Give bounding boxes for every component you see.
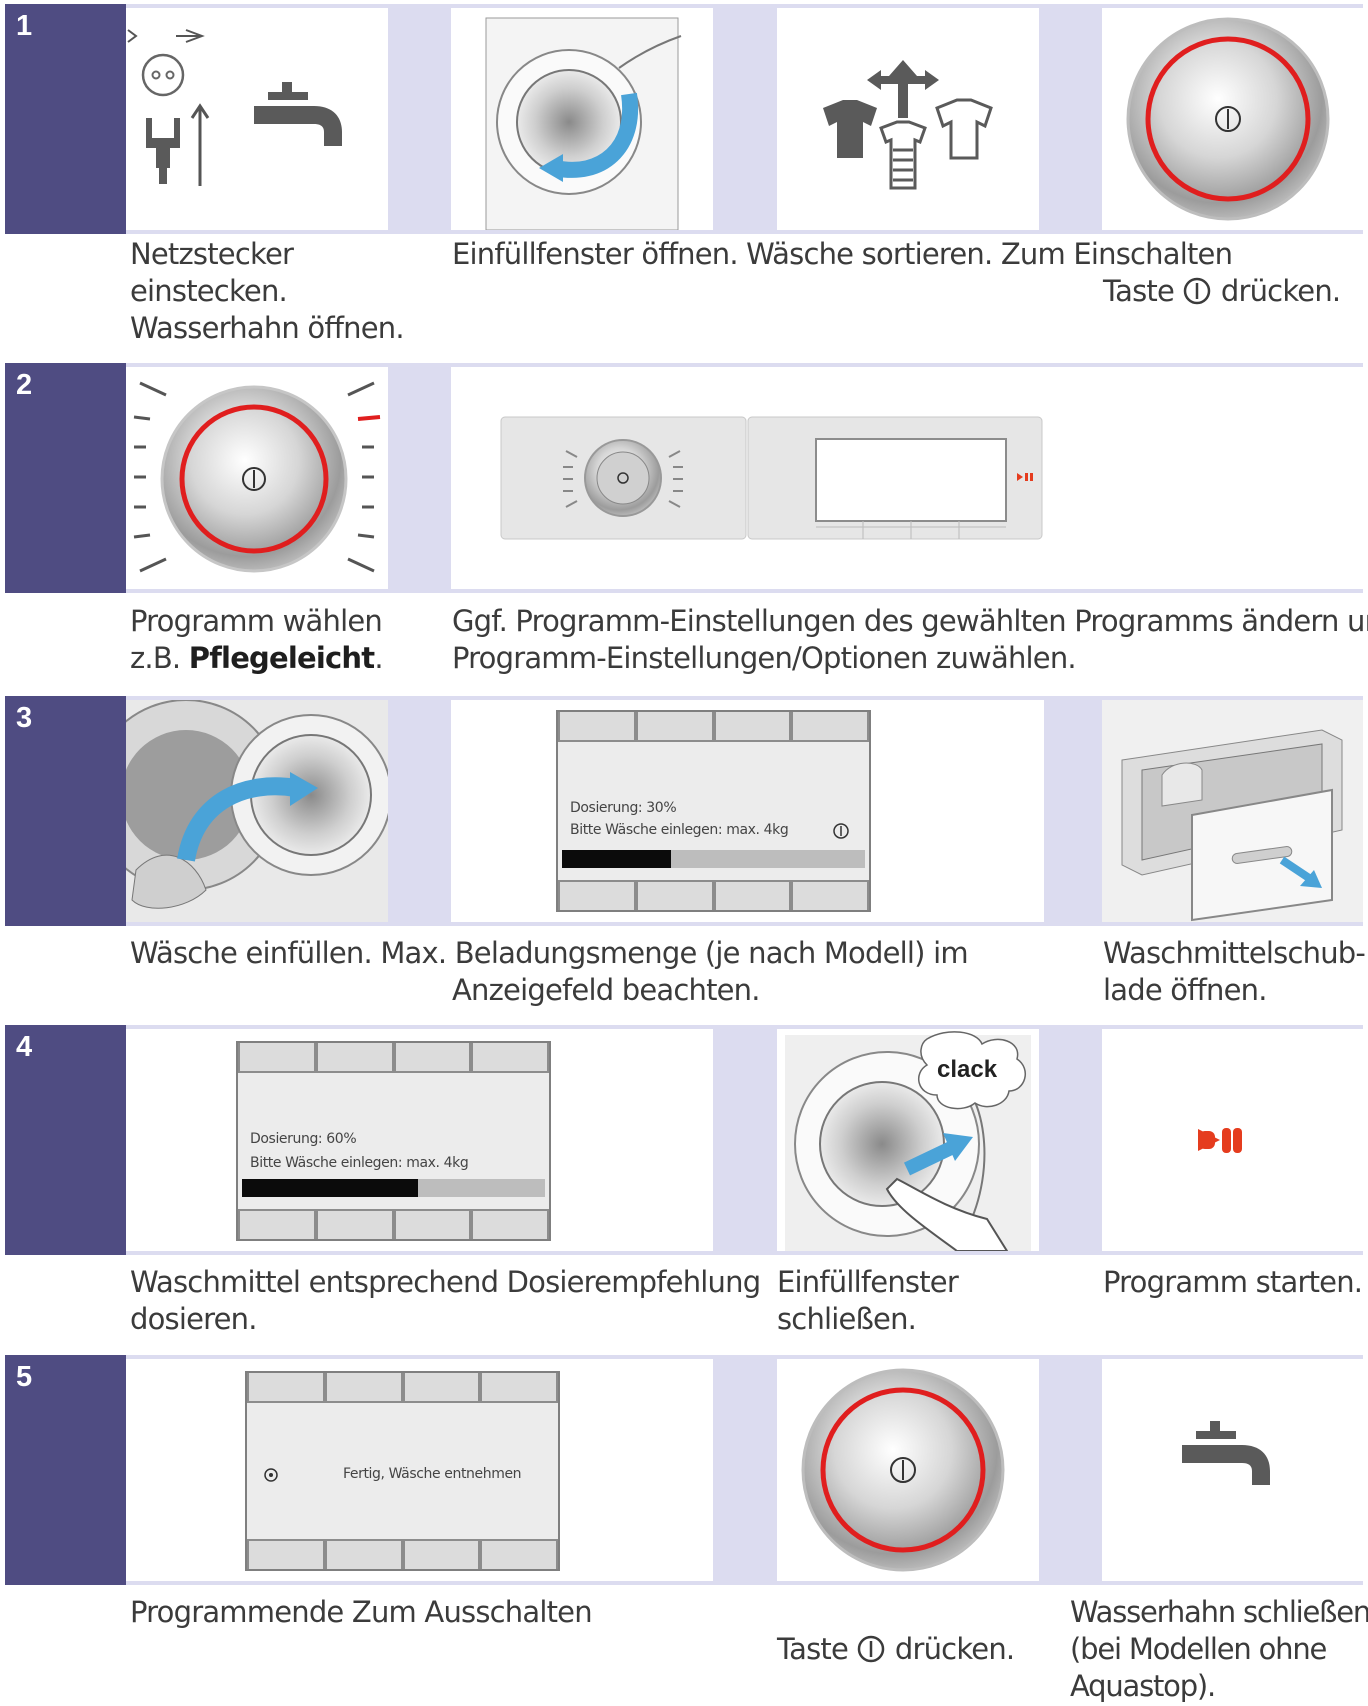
caption-text: drücken. (894, 1632, 1015, 1666)
panel-close-door: clack (777, 1029, 1039, 1251)
caption-text: . (374, 641, 383, 675)
caption-line: Waschmittelschub- (1103, 936, 1366, 970)
laundry-sort-icon (823, 60, 993, 190)
display-keys (247, 1373, 558, 1403)
dosage-bar (562, 850, 865, 868)
panel-close-tap (1102, 1359, 1363, 1581)
display-text: Dosierung: 60% (250, 1131, 357, 1147)
dosage-bar (242, 1179, 545, 1197)
caption-line: Netzstecker (130, 237, 294, 271)
caption-text: z.B. (130, 641, 181, 675)
panel-display-loading: Dosierung: 30% Bitte Wäsche einlegen: ma… (451, 700, 1044, 922)
display-screen: Dosierung: 30% Bitte Wäsche einlegen: ma… (556, 710, 871, 912)
panel-display-dosage: Dosierung: 60% Bitte Wäsche einlegen: ma… (126, 1029, 713, 1251)
caption-line: z.B. Pflegeleicht. (130, 640, 384, 677)
caption-line: (bei Modellen ohne (1070, 1632, 1327, 1666)
caption-text: Taste (777, 1632, 849, 1666)
display-keys (247, 1539, 558, 1569)
program-selector-knob-icon (1126, 17, 1330, 221)
panel-detergent-drawer (1102, 700, 1363, 922)
program-selector-knob-icon (133, 381, 381, 573)
caption-line: Programm-Einstellungen/Optionen zuwählen… (452, 641, 1077, 675)
power-symbol-icon (856, 1634, 886, 1673)
caption-power-instruction: Taste drücken. (777, 1631, 1015, 1673)
caption-line: Wasserhahn schließen (1070, 1595, 1368, 1629)
display-keys (558, 712, 869, 742)
caption-power-instruction: Taste drücken. (1103, 273, 1341, 315)
step-number: 5 (16, 1361, 33, 1393)
power-plug-icon (127, 29, 210, 186)
panel-start (1102, 1029, 1363, 1251)
dosage-bar-fill (562, 850, 672, 868)
caption-line: Waschmittel entsprechend Dosierempfehlun… (130, 1265, 761, 1299)
caption-line: Anzeigefeld beachten. (452, 973, 760, 1007)
panel-power-off-knob (777, 1359, 1039, 1581)
caption-line: lade öffnen. (1103, 973, 1267, 1007)
caption-line: Programm wählen (130, 604, 383, 638)
panel-sort-laundry (777, 8, 1039, 230)
dosage-bar-fill (242, 1179, 418, 1197)
washer-door-close-illustration: clack (785, 1031, 1031, 1251)
caption-line: Aquastop). (1070, 1669, 1216, 1703)
display-text: Bitte Wäsche einlegen: max. 4kg (570, 822, 789, 838)
caption-text: drücken. (1220, 274, 1341, 308)
step-number: 2 (16, 369, 33, 401)
program-selector-knob-icon (801, 1368, 1005, 1572)
sound-effect-text: clack (937, 1056, 998, 1083)
load-info-icon (832, 822, 850, 845)
step-number-block: 4 (5, 1025, 126, 1255)
caption-text: Taste (1103, 274, 1175, 308)
display-keys (558, 880, 869, 910)
caption-line: Programmende Zum Ausschalten (130, 1595, 593, 1629)
water-tap-icon (254, 82, 342, 146)
door-unlocked-icon (263, 1467, 279, 1488)
caption-line: Einfüllfenster öffnen. Wäsche sortieren.… (452, 237, 1233, 271)
display-keys (238, 1043, 549, 1073)
display-text: Bitte Wäsche einlegen: max. 4kg (250, 1155, 469, 1171)
step-number-block: 1 (5, 4, 126, 234)
caption-line: Wasserhahn öffnen. (130, 311, 405, 345)
step-number-block: 5 (5, 1355, 126, 1585)
display-screen: Fertig, Wäsche entnehmen (245, 1371, 560, 1571)
washer-door-open-icon (485, 17, 682, 230)
step-number: 1 (16, 10, 33, 42)
step-number: 4 (16, 1031, 33, 1063)
panel-open-door (451, 8, 713, 230)
power-symbol-icon (1182, 276, 1212, 315)
panel-display-finished: Fertig, Wäsche entnehmen (126, 1359, 713, 1581)
detergent-drawer-illustration (1102, 700, 1363, 922)
start-pause-icon (1198, 1128, 1242, 1153)
caption-line: dosieren. (130, 1302, 257, 1336)
step-number-block: 3 (5, 696, 126, 926)
control-panel-illustration (500, 416, 1043, 540)
caption-line: schließen. (777, 1302, 917, 1336)
panel-control-panel (451, 367, 1363, 589)
display-keys (238, 1209, 549, 1239)
display-screen: Dosierung: 60% Bitte Wäsche einlegen: ma… (236, 1041, 551, 1241)
caption-line: Einfüllfenster (777, 1265, 959, 1299)
panel-power-knob (1102, 8, 1363, 230)
caption-line: Wäsche einfüllen. Max. Beladungsmenge (j… (130, 936, 969, 970)
step-number: 3 (16, 702, 33, 734)
panel-program-knob (126, 367, 388, 589)
caption-line: einstecken. (130, 274, 288, 308)
caption-line: Ggf. Programm-Einstellungen des gewählte… (452, 604, 1368, 638)
panel-load-laundry (126, 700, 388, 922)
water-tap-icon (1182, 1421, 1270, 1485)
display-text: Fertig, Wäsche entnehmen (343, 1466, 522, 1482)
caption-line: Programm starten. (1103, 1265, 1363, 1299)
program-name: Pflegeleicht (188, 641, 375, 675)
panel-plug-tap (126, 8, 388, 230)
load-laundry-illustration (126, 700, 388, 922)
step-number-block: 2 (5, 363, 126, 593)
display-text: Dosierung: 30% (570, 800, 677, 816)
